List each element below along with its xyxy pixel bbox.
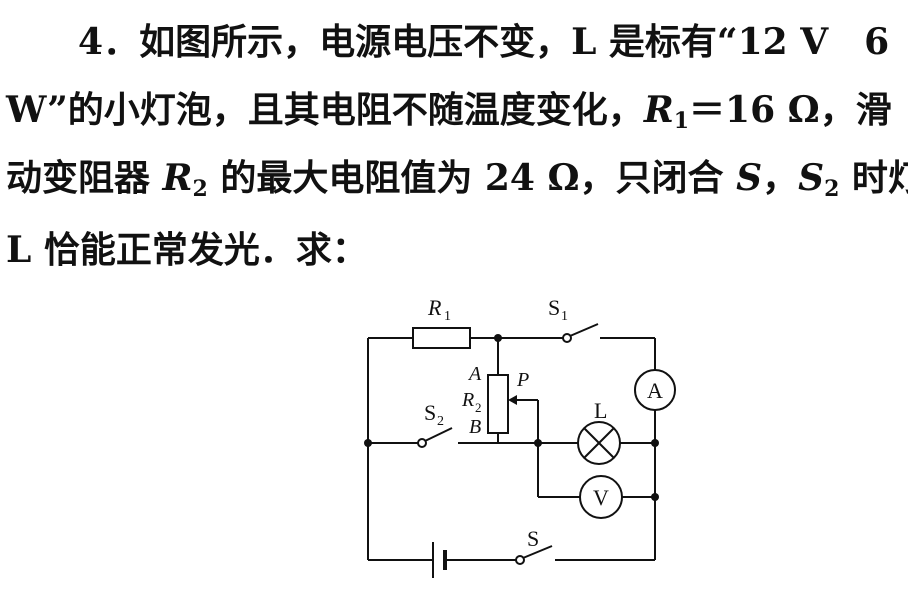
ammeter-symbol: A: [647, 378, 663, 403]
problem-line-3-text-b: 的最大电阻值为 24 Ω，只闭合: [207, 157, 737, 199]
r1-label-sub: 1: [444, 309, 451, 324]
s1-switch: [562, 323, 599, 343]
s-switch: [515, 545, 553, 565]
problem-line-2-text-a: W”的小灯泡，且其电阻不随温度变化，: [6, 89, 644, 131]
problem-number: 4: [78, 21, 104, 63]
r1-label: R: [427, 295, 442, 320]
r2-symbol: R: [162, 157, 193, 199]
circuit-wires: [367, 337, 656, 561]
lamp: [577, 421, 621, 465]
s-symbol: S: [736, 157, 763, 199]
problem-line-1-text: ．如图所示，电源电压不变，L 是标有“12 V 6: [103, 21, 890, 63]
s2-label-sub: 2: [437, 414, 444, 429]
problem-line-2: W”的小灯泡，且其电阻不随温度变化，R1＝16 Ω，滑: [6, 88, 892, 143]
problem-text: 4．如图所示，电源电压不变，L 是标有“12 V 6 W”的小灯泡，且其电阻不随…: [6, 20, 908, 272]
wiper-arrow: [508, 395, 517, 405]
r2-subscript: 2: [192, 176, 208, 202]
s2-switch: [417, 427, 453, 448]
r1-symbol: R: [643, 89, 674, 131]
s-label: S: [527, 526, 539, 551]
problem-line-2-text-b: ＝16 Ω，滑: [689, 89, 892, 131]
problem-line-3-text-a: 动变阻器: [6, 157, 163, 199]
problem-line-4: L 恰能正常发光．求：: [6, 228, 368, 272]
problem-line-3-text-c: ，: [762, 157, 799, 199]
lamp-label: L: [594, 398, 607, 423]
p-wiper-label: P: [516, 369, 529, 391]
r2-label: R: [461, 389, 474, 411]
problem-line-3-text-d: 时灯: [851, 157, 908, 199]
s1-label: S: [548, 295, 560, 320]
s2-symbol: S: [798, 157, 825, 199]
junction-dots: [364, 334, 659, 501]
s2-subscript: 2: [824, 176, 840, 202]
b-terminal-label: B: [469, 416, 481, 438]
r2-label-sub: 2: [475, 400, 482, 415]
voltmeter-symbol: V: [593, 485, 609, 510]
ammeter: [634, 369, 676, 411]
s1-label-sub: 1: [561, 309, 568, 324]
a-terminal-label: A: [467, 363, 482, 385]
problem-line-3: 动变阻器 R2 的最大电阻值为 24 Ω，只闭合 S，S2 时灯: [6, 156, 908, 211]
problem-line-4-text: L 恰能正常发光．求：: [6, 229, 368, 271]
battery: [432, 542, 447, 578]
s2-label: S: [424, 400, 436, 425]
r1-subscript: 1: [673, 108, 690, 134]
voltmeter: [579, 475, 623, 519]
problem-line-1: 4．如图所示，电源电压不变，L 是标有“12 V 6: [78, 20, 889, 64]
r1-resistor: [412, 327, 471, 349]
r2-rheostat: [487, 374, 509, 434]
